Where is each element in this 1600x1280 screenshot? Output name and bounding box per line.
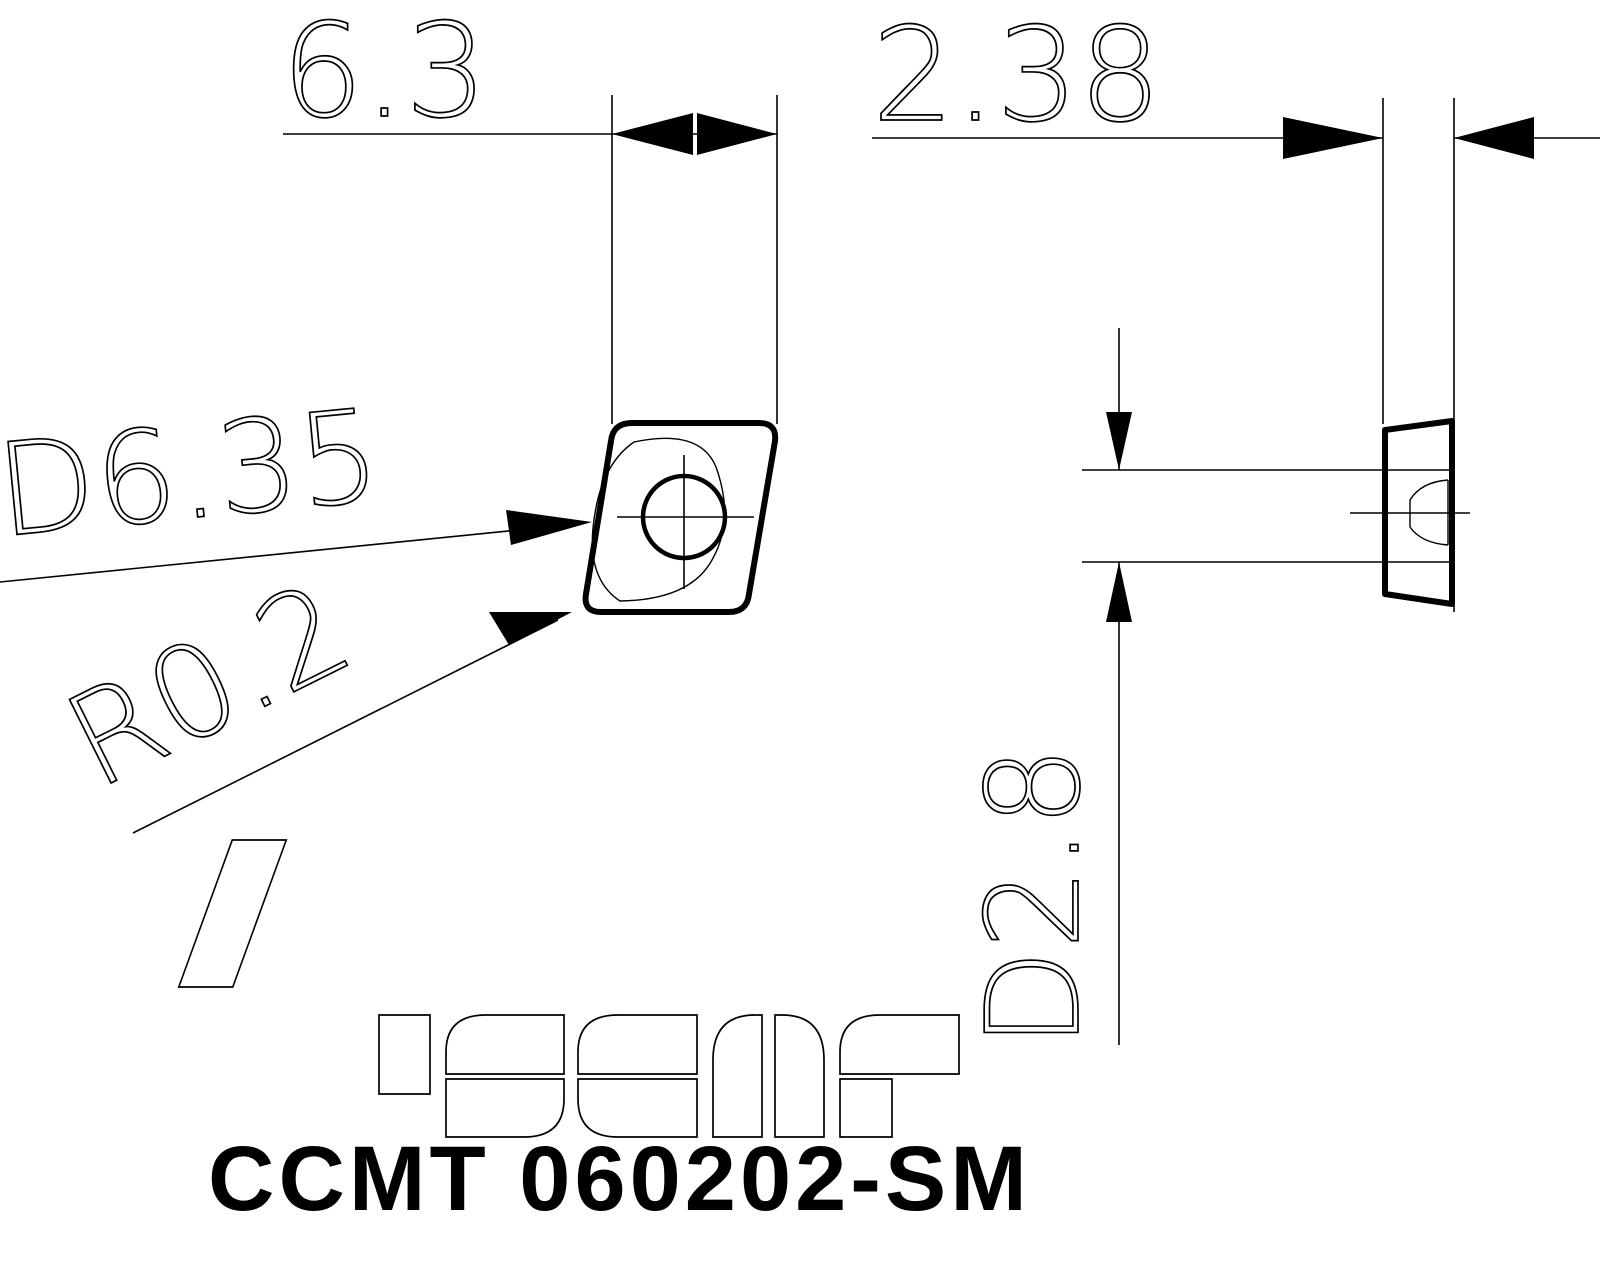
- dimension-d6-35-group: D6.35: [0, 381, 592, 583]
- dimension-2-38-group: 2.38: [871, 0, 1600, 612]
- insert-outline: [582, 420, 779, 615]
- logo-letter-a-right: [774, 1014, 825, 1138]
- side-view-outline: [1382, 418, 1455, 607]
- center-bore-circle: [640, 473, 728, 561]
- leader-line-d6-35: [0, 523, 579, 583]
- arrowhead-d2-8-lower: [1106, 562, 1132, 622]
- logo-letter-r-stem: [839, 1078, 893, 1138]
- logo-letter-c-upper: [577, 1014, 698, 1075]
- arrowhead-6-3-left: [612, 113, 693, 155]
- dimension-r0-2-group: R0.2: [43, 553, 572, 834]
- arrowhead-6-3-right: [697, 113, 777, 155]
- logo-letter-c-lower: [577, 1078, 698, 1138]
- arrowhead-2-38-right: [1454, 117, 1534, 159]
- leader-line-r0-2: [132, 619, 559, 834]
- dimension-d2-8-group: D2.8: [959, 328, 1452, 1049]
- face-view-insert: [582, 420, 779, 615]
- arrowhead-r0-2: [489, 612, 572, 645]
- dimension-label-d6-35: D6.35: [0, 382, 386, 567]
- arrowhead-2-38-left: [1283, 117, 1383, 159]
- logo-letter-s-upper: [445, 1014, 565, 1075]
- side-land-curve-upper: [1409, 479, 1449, 501]
- chipbreaker-arc: [591, 437, 726, 602]
- arrowhead-d6-35: [506, 510, 592, 545]
- iscar-logo: [177, 839, 960, 1138]
- page-title: CCMT 060202-SM: [208, 1128, 1031, 1230]
- arrowhead-d2-8-upper: [1106, 412, 1132, 470]
- logo-letter-i: [378, 1014, 431, 1095]
- logo-letter-s-lower: [445, 1078, 565, 1138]
- side-view-insert: [1350, 418, 1470, 607]
- dimension-label-2-38: 2.38: [872, 0, 1161, 151]
- logo-i-dot: [177, 839, 288, 988]
- dimension-label-r0-2: R0.2: [44, 554, 372, 818]
- dimension-label-d2-8: D2.8: [960, 746, 1109, 1048]
- dimension-label-6-3: 6.3: [281, 0, 488, 147]
- logo-letter-a-left: [712, 1014, 763, 1138]
- dimension-6-3-group: 6.3: [280, 0, 778, 424]
- side-land-curve-lower: [1409, 526, 1449, 546]
- logo-letter-r-hook: [839, 1014, 960, 1075]
